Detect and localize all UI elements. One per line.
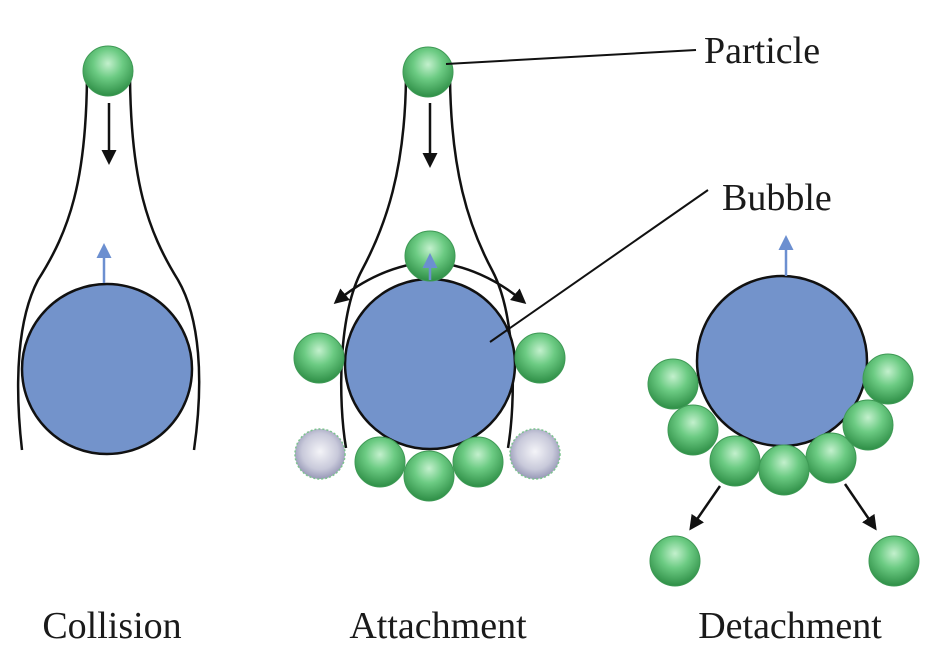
streamline-right bbox=[448, 77, 515, 449]
stage-label-detachment: Detachment bbox=[698, 605, 882, 647]
detached-particle-right bbox=[868, 535, 920, 587]
detach-arrow-right bbox=[843, 483, 877, 531]
particle-ring-2 bbox=[667, 404, 719, 456]
streamline-right bbox=[128, 77, 201, 451]
grey-particle-left bbox=[294, 428, 346, 480]
particle bbox=[82, 45, 134, 97]
particle-left bbox=[293, 332, 345, 384]
particle-label: Particle bbox=[704, 30, 820, 72]
attachment-stage bbox=[293, 46, 566, 502]
bubble bbox=[20, 282, 194, 456]
particle-bottom-3 bbox=[452, 436, 504, 488]
detachment-stage bbox=[647, 235, 920, 587]
particle-callout-line bbox=[445, 49, 697, 65]
bubble-label: Bubble bbox=[722, 177, 832, 219]
particle-ring-4 bbox=[758, 444, 810, 496]
particle-ring-1 bbox=[647, 358, 699, 410]
particle-right bbox=[514, 332, 566, 384]
streamline-left bbox=[339, 77, 408, 449]
particle-bottom-2 bbox=[403, 450, 455, 502]
grey-particle-right bbox=[509, 428, 561, 480]
bubble-callout-line bbox=[489, 189, 709, 343]
stage-label-attachment: Attachment bbox=[349, 605, 527, 647]
bubble bbox=[343, 277, 517, 451]
particle-bottom-1 bbox=[354, 436, 406, 488]
bubble bbox=[695, 274, 869, 448]
particle-ring-6 bbox=[842, 399, 894, 451]
particle bbox=[402, 46, 454, 98]
collision-stage bbox=[16, 45, 201, 456]
particle-ring-3 bbox=[709, 435, 761, 487]
streamline-left bbox=[16, 77, 89, 451]
detach-arrow-left bbox=[689, 485, 722, 531]
particle-ring-7 bbox=[862, 353, 914, 405]
detached-particle-left bbox=[649, 535, 701, 587]
stage-label-collision: Collision bbox=[42, 605, 181, 647]
